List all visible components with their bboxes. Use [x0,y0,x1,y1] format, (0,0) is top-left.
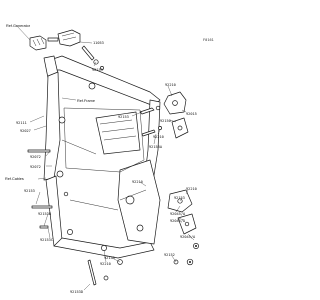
bolt-left-2 [31,205,53,209]
label-92210-low: 92210 [132,180,143,184]
lead-92153-left [35,191,41,205]
label-92210-top: 92210 [165,83,176,87]
label-92045a-3: 92045/A [180,235,196,239]
lead-92111 [29,115,45,123]
lead-92027 [33,125,47,131]
frame-hole-2 [58,116,66,124]
label-92153-mid: 92153 [118,115,129,119]
engine-mount-exploded-diagram: F0161 [5,24,214,294]
lead-92210-low [139,181,147,187]
bolt-top-group [81,45,104,70]
label-92153b: 92153B [38,212,51,216]
upper-plate-hole [177,125,183,131]
lead-92153-bottom [111,257,121,263]
long-bolts [27,149,123,286]
label-92153-right: 92153 [174,196,185,200]
label-ref-frame: Ref.Frame [77,99,95,103]
bracket-link [47,37,59,42]
bottom-nut [103,275,109,281]
frame-hole-1 [88,82,96,90]
generator-bracket-group [29,29,81,51]
bolt-left-3 [39,225,49,229]
lead-92045a-1 [175,205,181,213]
frame-hole-5 [101,245,107,251]
parts-diagram-page: F0161 [5,24,214,294]
label-92153c: 92153C [40,238,53,242]
spacer-collar-2-center [189,261,191,263]
label-92153a: 92153A [149,145,163,149]
bolt-bottom [87,259,97,286]
bolt-left-1 [27,149,51,153]
lead-ref-frame [61,97,77,101]
top-washer [100,66,104,70]
mid-nut-2 [158,126,162,130]
label-92027: 92027 [20,129,31,133]
label-ref-generator: Ref.Generator [6,24,31,28]
label-92210-right: 92210 [186,187,197,191]
frame-hole-4 [136,224,144,232]
frame-hole-6 [67,229,73,235]
label-92045a-2: 92045/A [170,219,186,223]
leader-lines [16,25,195,291]
engine-space-outline [63,107,145,173]
frame-hole-3 [56,170,64,178]
lead-92150 [169,119,177,123]
cover-detail [61,32,77,41]
lead-ref-cables [37,177,47,180]
frame-pivot-section [117,159,161,245]
frame-bracing [61,139,147,211]
bracket-hatching [32,37,45,47]
lead-92153b [43,213,49,227]
mid-bolt-2 [141,129,156,137]
mid-nut-1 [155,105,161,111]
spacer-collar-center [195,245,197,247]
diagram-code: F0161 [203,38,214,42]
mid-bolt-1 [139,107,155,115]
lead-92210-mid [157,129,161,135]
label-92150: 92150 [160,119,171,123]
lead-11053 [79,41,93,44]
lead-92153a [153,133,157,145]
label-92210-bottom: 92210 [100,262,111,266]
lead-92210-bottom [103,249,107,263]
label-92153-bottom: 92153 [104,256,115,260]
label-92111: 92111 [16,121,27,125]
lead-92072a [45,150,51,157]
lead-92015 [181,109,187,113]
lead-92153-right [179,197,183,202]
label-92153d: 92153D [70,290,83,294]
main-frame [43,55,161,259]
label-92045a-1: 92045/A [170,212,186,216]
lead-92153-top [93,61,97,67]
gusset-ribs [99,119,137,141]
generator-cover [57,29,81,47]
frame-gusset [95,111,141,155]
label-92072-b: 92072 [30,165,41,169]
label-11053: 11053 [93,41,104,45]
label-ref-cables: Ref.Cables [5,177,24,181]
left-nut [63,191,69,197]
label-92153-left: 92153 [24,189,35,193]
lower-plate-hole [184,221,190,227]
label-92153-top: 92153 [92,68,103,72]
label-92210-mid: 92210 [153,135,164,139]
upper-bracket-hole [172,100,178,106]
label-92152: 92152 [164,253,175,257]
lead-generator [16,25,31,41]
frame-down-tube [43,71,61,181]
lead-92210-right [185,189,189,195]
lead-92210-top [167,85,173,97]
lead-92153c [47,227,51,239]
frame-front-cradle [45,175,63,247]
lead-92045a-2 [177,217,185,221]
lead-92153d [83,283,91,291]
top-bolt [81,45,95,61]
label-92015: 92015 [186,112,197,116]
lead-92045a-3 [187,233,195,241]
lead-92153-mid [131,111,143,117]
lead-92152 [171,255,177,263]
label-92072-a: 92072 [30,155,41,159]
